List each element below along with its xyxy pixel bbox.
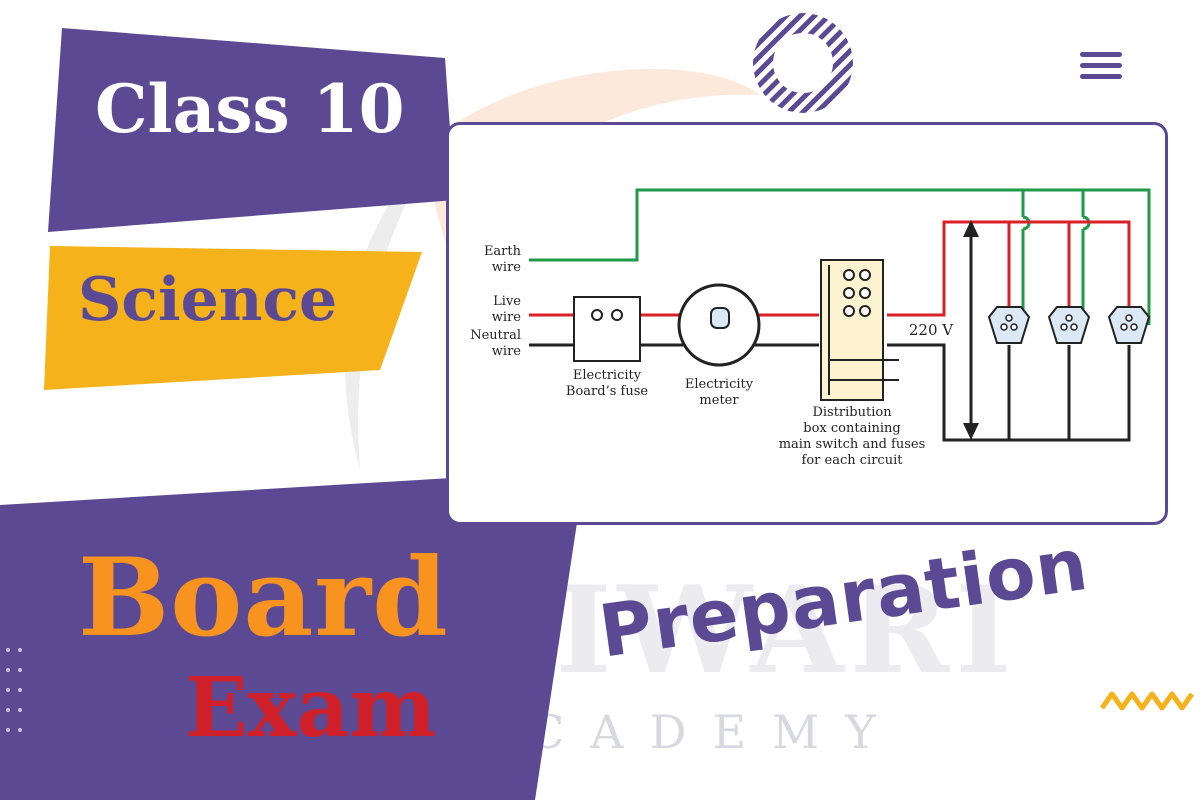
fuse-label-2: Board’s fuse — [566, 384, 648, 399]
live-wire-label-2: wire — [492, 310, 521, 325]
earth-wire-label-1: Earth — [484, 244, 522, 259]
subject-banner — [0, 0, 440, 400]
neutral-wire-label-1: Neutral — [470, 328, 521, 343]
class-label: Class 10 — [95, 70, 405, 148]
live-wire-label-1: Live — [493, 294, 521, 309]
earth-wire-label-2: wire — [492, 260, 521, 275]
class-banner — [0, 0, 470, 240]
fuse-label-1: Electricity — [573, 368, 642, 383]
distribution-label-2: box containing — [803, 421, 900, 436]
distribution-label-3: main switch and fuses — [779, 437, 926, 452]
exam-label: Exam — [185, 660, 437, 756]
zigzag-decoration — [1100, 691, 1195, 711]
meter-label-2: meter — [699, 393, 739, 408]
meter-label-1: Electricity — [685, 377, 754, 392]
board-exam-banner — [0, 470, 585, 800]
distribution-label-1: Distribution — [812, 405, 892, 420]
dots-decoration — [6, 648, 22, 732]
neutral-wire-label-2: wire — [492, 344, 521, 359]
subject-label: Science — [78, 265, 338, 335]
voltage-label: 220 V — [909, 321, 954, 339]
hamburger-menu-icon[interactable] — [1080, 52, 1122, 82]
board-label: Board — [78, 535, 449, 661]
striped-ring-decoration — [753, 13, 853, 113]
distribution-label-4: for each circuit — [802, 453, 904, 468]
circuit-diagram-card: Earth wire Live wire Neutral wire Electr… — [446, 122, 1168, 525]
domestic-circuit-diagram: Earth wire Live wire Neutral wire Electr… — [470, 188, 1151, 468]
